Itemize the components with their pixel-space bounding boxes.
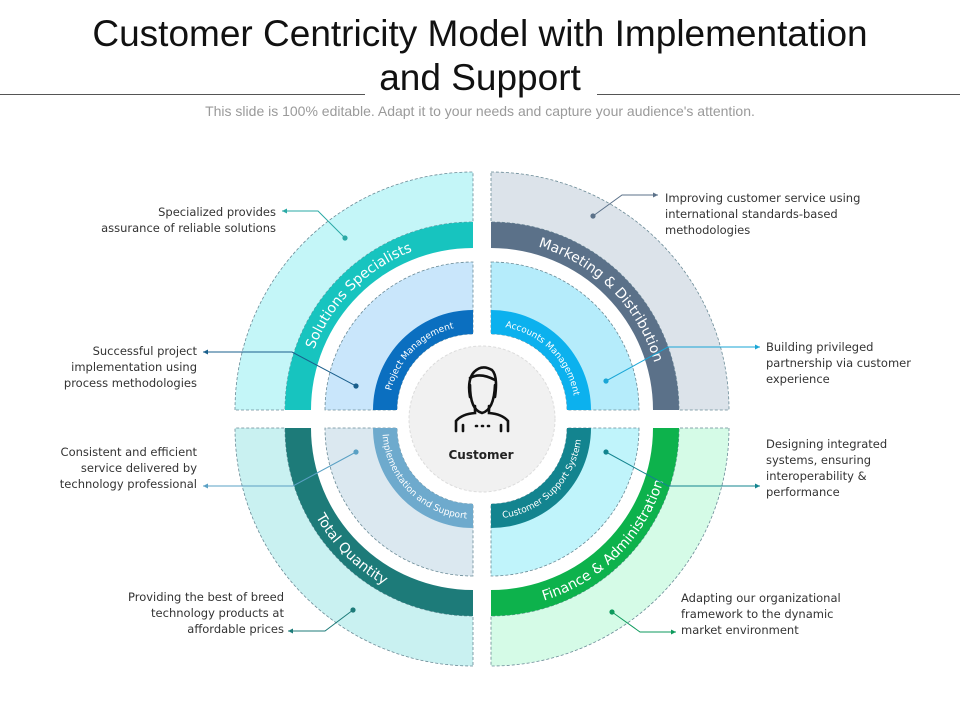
arrowhead-icon (755, 344, 760, 350)
arrowhead-icon (203, 483, 208, 489)
customer-center-circle (408, 345, 556, 493)
tr-middle-sector (490, 261, 640, 411)
callout-bl-outer (288, 607, 356, 634)
slide-title-line2-text: and Support (365, 57, 595, 98)
callout-dot (603, 449, 609, 455)
title-rule-right (597, 94, 960, 95)
br-outer-sector (490, 427, 730, 667)
note-br-middle: Designing integrated systems, ensuring i… (766, 437, 888, 499)
callout-dot (342, 235, 348, 241)
callout-tl-outer (282, 208, 348, 241)
tr-inner-band (491, 310, 591, 410)
callout-tr-middle (603, 344, 760, 384)
note-br-outer: Adapting our organizational framework to… (681, 591, 841, 637)
bl-inner-band (373, 428, 473, 528)
callout-dot (609, 609, 615, 615)
note-tr-outer: Improving customer service using interna… (665, 191, 861, 237)
arrowhead-icon (203, 349, 208, 355)
person-icon (454, 366, 510, 433)
callout-br-outer (609, 609, 676, 635)
arrowhead-icon (288, 628, 293, 634)
callout-bl-middle (203, 449, 359, 489)
br-inner-band (491, 428, 591, 528)
tl-inner-band (373, 310, 473, 410)
callout-dot (353, 449, 359, 455)
note-bl-outer: Providing the best of breed technology p… (127, 590, 284, 636)
tr-label-band (491, 222, 679, 410)
arrowhead-icon (671, 629, 676, 635)
callout-tl-middle (203, 349, 359, 389)
note-tl-middle: Successful project implementation using … (63, 344, 197, 390)
callout-br-middle (603, 449, 760, 489)
bl-middle-sector (324, 427, 474, 577)
arrowhead-icon (282, 208, 287, 214)
callout-dot (350, 607, 356, 613)
slide-subtitle: This slide is 100% editable. Adapt it to… (205, 103, 755, 119)
customer-label: Customer (448, 448, 513, 462)
br-label-band (491, 428, 679, 616)
slide-title-line1: Customer Centricity Model with Implement… (92, 13, 868, 54)
slide-title-line2: and Support (0, 56, 960, 100)
callout-dot (353, 383, 359, 389)
callout-dot (603, 378, 609, 384)
title-rule-left (0, 94, 365, 95)
callout-tr-outer (590, 192, 658, 219)
note-tl-outer: Specialized provides assurance of reliab… (101, 205, 276, 235)
br-middle-sector (490, 427, 640, 577)
quadrant-sectors (234, 171, 730, 667)
bl-outer-sector (234, 427, 474, 667)
note-tr-middle: Building privileged partnership via cust… (766, 340, 911, 386)
tl-middle-sector (324, 261, 474, 411)
tr-outer-sector (490, 171, 730, 411)
note-bl-middle: Consistent and efficient service deliver… (59, 445, 197, 491)
callout-lines (203, 192, 760, 635)
arrowhead-icon (755, 483, 760, 489)
arrowhead-icon (653, 192, 658, 198)
callout-dot (590, 213, 596, 219)
tl-outer-sector (234, 171, 474, 411)
tl-label-band (285, 222, 473, 410)
bl-label-band (285, 428, 473, 616)
